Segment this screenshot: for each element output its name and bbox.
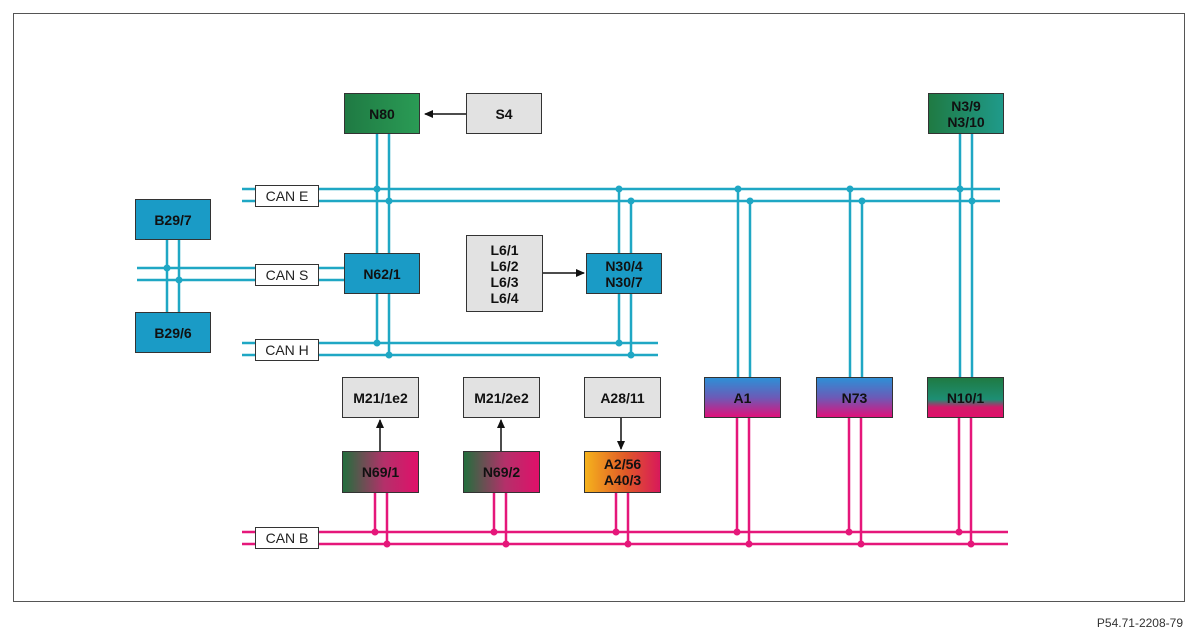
module-m21-1e2: M21/1e2 (342, 377, 419, 418)
module-n69-1: N69/1 (342, 451, 419, 493)
magenta-junctions (371, 528, 975, 548)
module-b29-7: B29/7 (135, 199, 211, 240)
module-n73: N73 (816, 377, 893, 418)
module-n80: N80 (344, 93, 420, 134)
module-a28-11: A28/11 (584, 377, 661, 418)
figure-reference: P54.71-2208-79 (1096, 616, 1183, 630)
can-b-label: CAN B (255, 527, 319, 549)
module-s4: S4 (466, 93, 542, 134)
cyan-junctions (163, 185, 976, 359)
module-m21-2e2: M21/2e2 (463, 377, 540, 418)
can-h-label: CAN H (255, 339, 319, 361)
module-b29-6: B29/6 (135, 312, 211, 353)
can-e-label: CAN E (255, 185, 319, 207)
module-a1: A1 (704, 377, 781, 418)
magenta-connections (373, 418, 973, 544)
module-n30-4-n30-7: N30/4 N30/7 (586, 253, 662, 294)
module-l6: L6/1 L6/2 L6/3 L6/4 (466, 235, 543, 312)
module-n10-1: N10/1 (927, 377, 1004, 418)
cyan-connections (165, 134, 974, 377)
module-n69-2: N69/2 (463, 451, 540, 493)
module-n3-9-n3-10: N3/9 N3/10 (928, 93, 1004, 134)
module-a2-56-a40-3: A2/56 A40/3 (584, 451, 661, 493)
can-s-label: CAN S (255, 264, 319, 286)
module-n62-1: N62/1 (344, 253, 420, 294)
signal-arrows (376, 110, 625, 451)
